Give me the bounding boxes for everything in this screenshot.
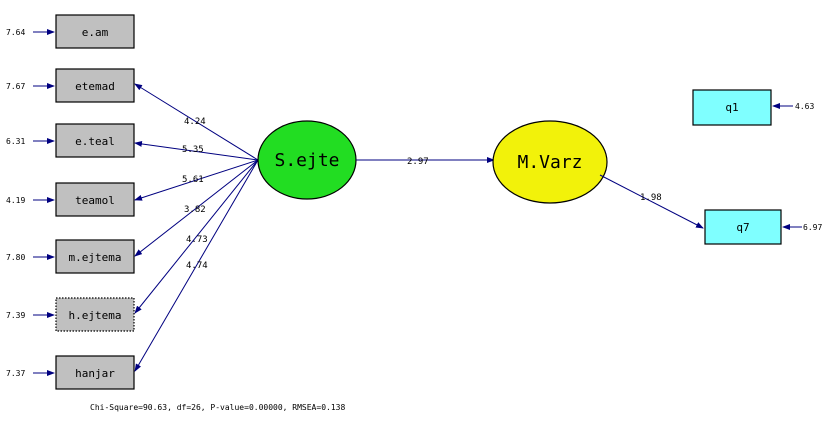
box-hanjar	[55, 355, 135, 390]
path-to-hanjar	[134, 159, 259, 372]
coef-hanjar: 4.74	[186, 261, 208, 271]
label-q7: q7	[736, 221, 749, 234]
label-e-am: e.am	[82, 26, 109, 39]
observed-q7: q7 6.97	[704, 209, 822, 245]
latent-s-ejte-label: S.ejte	[274, 150, 339, 171]
label-h-ejtema: h.ejtema	[69, 309, 122, 322]
coef-m-to-q7: 1.98	[640, 193, 662, 203]
path-to-teamol	[134, 159, 259, 201]
error-m-ejtema: 7.80	[6, 253, 25, 262]
path-to-etemad	[134, 83, 259, 161]
latent-m-varz: M.Varz	[492, 120, 608, 204]
label-q1: q1	[725, 101, 738, 114]
error-h-ejtema: 7.39	[6, 311, 25, 320]
coef-h-ejtema: 4.73	[186, 235, 208, 245]
box-m-ejtema	[55, 239, 135, 274]
observed-h-ejtema: 7.39 h.ejtema	[6, 297, 135, 332]
error-e-am: 7.64	[6, 28, 25, 37]
error-etemad: 7.67	[6, 82, 25, 91]
error-hanjar: 7.37	[6, 369, 25, 378]
observed-e-teal: 6.31 e.teal	[6, 123, 135, 158]
latent-m-varz-ellipse	[492, 120, 608, 204]
path-to-h-ejtema	[134, 159, 259, 314]
box-q7	[704, 209, 782, 245]
coef-teamol: 5.61	[182, 175, 204, 185]
box-e-teal	[55, 123, 135, 158]
error-e-teal: 6.31	[6, 137, 25, 146]
box-q1	[692, 89, 772, 126]
coef-etemad: 4.24	[184, 117, 206, 127]
box-h-ejtema	[55, 297, 135, 332]
box-e-am	[55, 14, 135, 49]
path-to-e-teal	[134, 140, 259, 161]
coef-s-to-m: 2.97	[407, 157, 429, 167]
label-m-ejtema: m.ejtema	[69, 251, 122, 264]
path-m-to-q7	[599, 174, 704, 229]
label-e-teal: e.teal	[75, 135, 115, 148]
error-q1: 4.63	[795, 102, 814, 111]
fit-statistics: Chi-Square=90.63, df=26, P-value=0.00000…	[90, 403, 345, 412]
label-hanjar: hanjar	[75, 367, 115, 380]
error-q7: 6.97	[803, 223, 822, 232]
coef-e-teal: 5.35	[182, 145, 204, 155]
observed-e-am: 7.64 e.am	[6, 14, 135, 49]
box-teamol	[55, 182, 135, 217]
error-teamol: 4.19	[6, 196, 25, 205]
observed-m-ejtema: 7.80 m.ejtema	[6, 239, 135, 274]
observed-q1: q1 4.63	[692, 89, 814, 126]
label-teamol: teamol	[75, 194, 115, 207]
observed-teamol: 4.19 teamol	[6, 182, 135, 217]
observed-hanjar: 7.37 hanjar	[6, 355, 135, 390]
label-etemad: etemad	[75, 80, 115, 93]
path-to-m-ejtema	[134, 159, 259, 257]
coef-m-ejtema: 3.82	[184, 205, 206, 215]
observed-etemad: 7.67 etemad	[6, 68, 135, 103]
latent-m-varz-label: M.Varz	[517, 152, 582, 173]
latent-s-ejte: S.ejte	[257, 120, 357, 200]
box-etemad	[55, 68, 135, 103]
